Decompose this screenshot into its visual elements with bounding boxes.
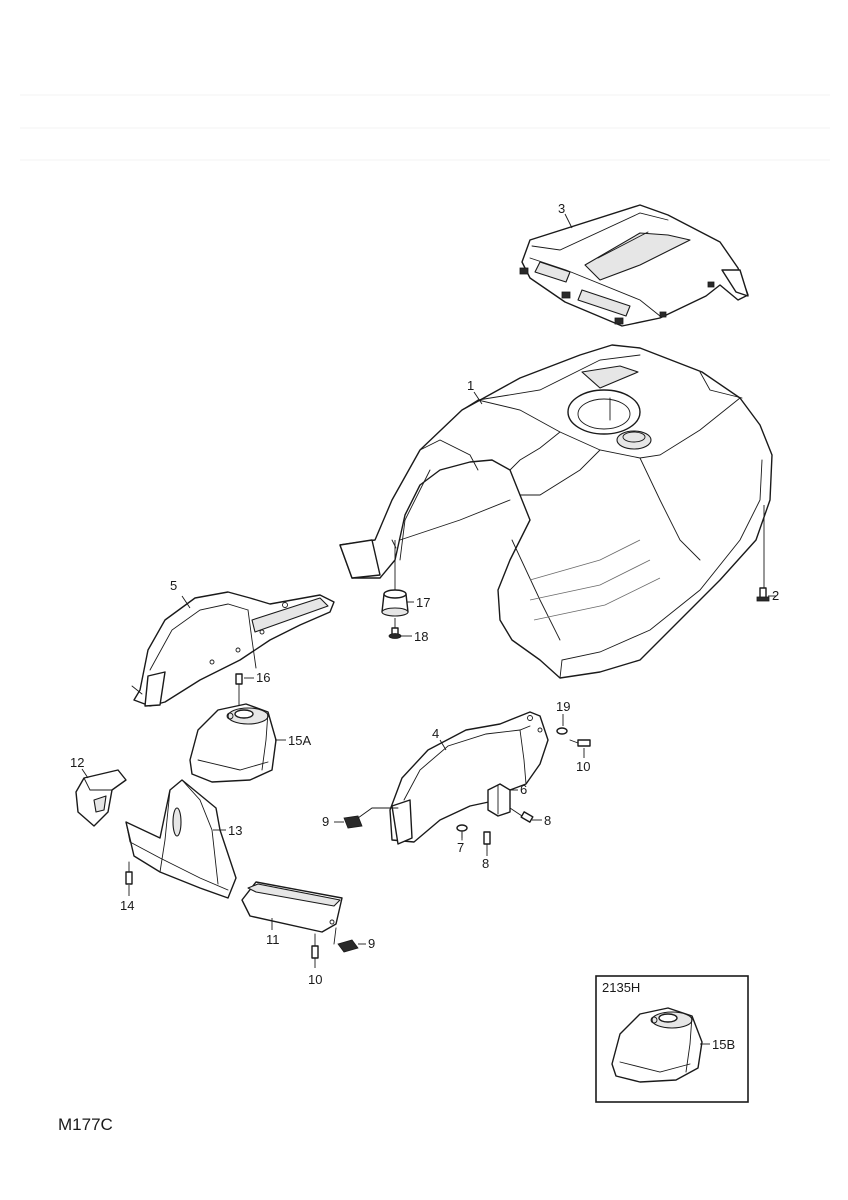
part-17-rubber-mount[interactable]	[381, 540, 409, 617]
callout-9-lower: 9	[368, 936, 375, 951]
callout-13: 13	[228, 823, 242, 838]
callout-5: 5	[170, 578, 177, 593]
callout-10-lower: 10	[308, 972, 322, 987]
callout-14: 14	[120, 898, 134, 913]
diagram-reference: M177C	[58, 1115, 113, 1134]
part-19-washer[interactable]	[556, 727, 568, 735]
part-4-right-fender[interactable]	[389, 711, 549, 845]
inset-part-label: 15B	[712, 1037, 735, 1052]
callout-7: 7	[457, 840, 464, 855]
part-15a-tank-cover[interactable]	[189, 703, 277, 783]
part-2-screw[interactable]	[756, 505, 770, 602]
callout-labels: 3 1 2 5 17 18 16 15A 12 13 14 11 9 10 4 …	[70, 201, 779, 987]
part-8-bolt-lower[interactable]	[483, 831, 491, 851]
part-1-body-shell[interactable]	[339, 344, 773, 679]
scan-artifacts	[20, 94, 830, 161]
callout-11: 11	[266, 932, 280, 947]
part-6-bracket[interactable]	[487, 783, 511, 817]
part-16-screw[interactable]	[235, 673, 243, 707]
callout-4: 4	[432, 726, 439, 741]
callout-3: 3	[558, 201, 565, 216]
inset-box: 2135H 15B	[595, 975, 749, 1103]
callout-19: 19	[556, 699, 570, 714]
part-8-bolt-right[interactable]	[509, 807, 534, 823]
part-18-bolt[interactable]	[388, 618, 402, 639]
callout-18: 18	[414, 629, 428, 644]
inset-model-label: 2135H	[602, 980, 640, 995]
callout-8-right: 8	[544, 813, 551, 828]
callout-9-upper: 9	[322, 814, 329, 829]
callout-6: 6	[520, 782, 527, 797]
part-9-clip-lower[interactable]	[333, 927, 359, 953]
callout-15a: 15A	[288, 733, 311, 748]
part-13-front-panel[interactable]	[125, 779, 237, 899]
callout-2: 2	[772, 588, 779, 603]
part-3-hood-cover[interactable]	[519, 204, 749, 327]
callout-17: 17	[416, 595, 430, 610]
part-14-screw[interactable]	[125, 861, 133, 885]
callout-10-upper: 10	[576, 759, 590, 774]
part-10-screw-lower[interactable]	[311, 933, 319, 959]
callout-8-lower: 8	[482, 856, 489, 871]
part-12-bracket[interactable]	[75, 769, 127, 827]
part-11-trim-strip[interactable]	[241, 881, 343, 933]
part-10-screw-upper[interactable]	[569, 739, 591, 747]
part-9-clip-upper[interactable]	[343, 807, 399, 829]
callout-16: 16	[256, 670, 270, 685]
part-5-left-fender[interactable]	[131, 591, 335, 707]
leader-lines	[81, 213, 776, 968]
callout-12: 12	[70, 755, 84, 770]
callout-1: 1	[467, 378, 474, 393]
part-15b-tank-cover[interactable]	[611, 1007, 703, 1083]
